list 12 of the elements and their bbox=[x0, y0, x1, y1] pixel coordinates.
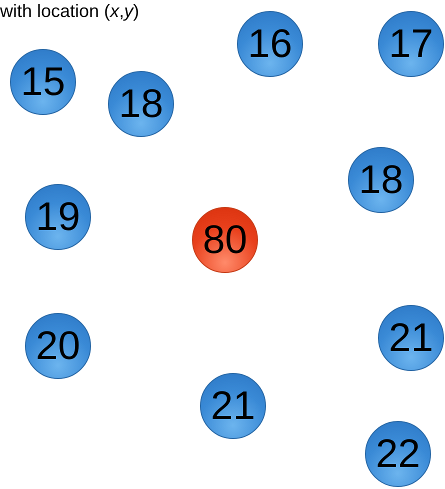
value-text: 20 bbox=[36, 326, 80, 366]
value-text: 80 bbox=[202, 220, 248, 260]
value-text: 19 bbox=[36, 197, 80, 237]
value-text: 21 bbox=[388, 318, 434, 358]
value-text: 18 bbox=[118, 84, 164, 124]
value-text: 17 bbox=[388, 24, 434, 64]
value-text: 16 bbox=[248, 24, 292, 64]
value-text: 15 bbox=[20, 62, 66, 102]
value-text: 18 bbox=[358, 160, 404, 200]
heading-text: with location (x,y) bbox=[0, 0, 140, 22]
value-text: 21 bbox=[210, 386, 256, 426]
value-text: 22 bbox=[376, 434, 420, 474]
